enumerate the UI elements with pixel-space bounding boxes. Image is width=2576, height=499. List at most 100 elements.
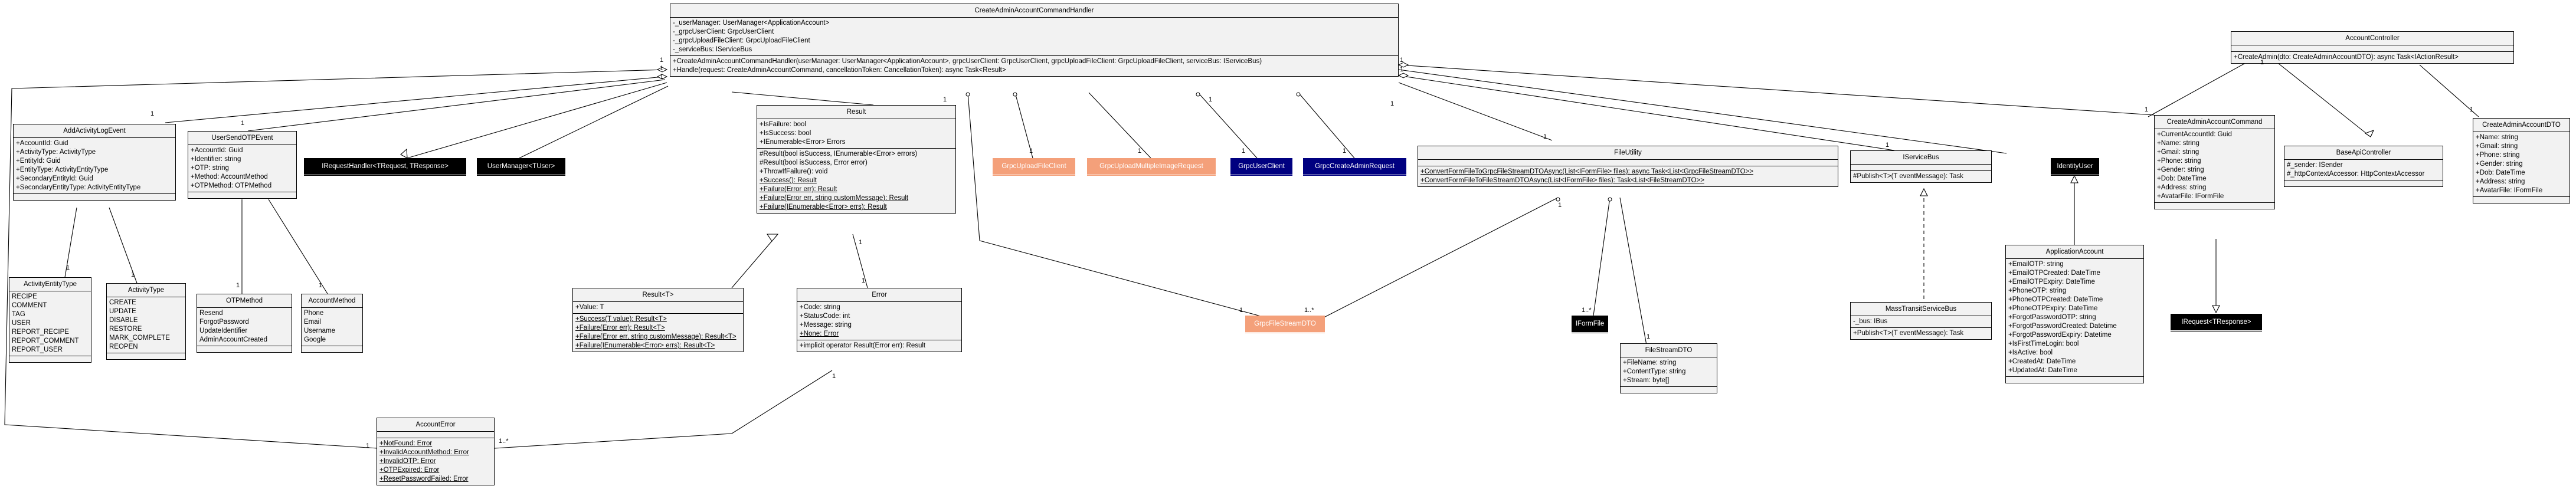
class-mass-transit-service-bus[interactable]: MassTransitServiceBus -_bus: IBus +Publi… bbox=[1850, 302, 1992, 340]
class-error[interactable]: Error +Code: string +StatusCode: int +Me… bbox=[797, 288, 962, 352]
class-title: CreateAdminAccountCommandHandler bbox=[670, 4, 1398, 18]
edge-accounterror-error bbox=[494, 433, 732, 449]
field: +Name: string bbox=[2476, 134, 2518, 141]
edge-fileutility-iformfile bbox=[1593, 197, 1611, 316]
fields-section: #_sender: ISender #_httpContextAccessor:… bbox=[2284, 160, 2443, 180]
inherit-arrow-head-identityuser bbox=[2070, 175, 2079, 183]
class-iservice-bus[interactable]: IServiceBus #Publish<T>(T eventMessage):… bbox=[1850, 150, 1992, 183]
method: #Result(bool isSuccess, Error error) bbox=[760, 159, 868, 166]
member: +NotFound: Error bbox=[379, 440, 433, 447]
diamond-handler-left-b bbox=[656, 74, 668, 80]
field: +Dob: DateTime bbox=[2157, 175, 2207, 182]
diamond-handler-right-a bbox=[1397, 62, 1409, 68]
class-title: IServiceBus bbox=[1851, 151, 1991, 165]
method: #Result(bool isSuccess, IEnumerable<Erro… bbox=[760, 150, 918, 157]
class-title: ActivityEntityType bbox=[9, 278, 91, 291]
tag-irequest-handler[interactable]: IRequestHandler<TRequest, TResponse> bbox=[304, 158, 466, 176]
field: +Address: string bbox=[2476, 178, 2525, 185]
field: +ForgotPasswordOTP: string bbox=[2008, 314, 2096, 321]
class-user-send-otp-event[interactable]: UserSendOTPEvent +AccountId: Guid +Ident… bbox=[188, 131, 297, 199]
field: +ContentType: string bbox=[1623, 368, 1686, 375]
member: +InvalidAccountMethod: Error bbox=[379, 449, 469, 456]
edge-handler-multiimage bbox=[1088, 92, 1151, 159]
field: +PhoneOTPExpiry: DateTime bbox=[2008, 305, 2098, 312]
enum-value: UpdateIdentifier bbox=[199, 327, 248, 334]
multiplicity-label: 1 bbox=[660, 73, 664, 80]
methods-section bbox=[107, 353, 185, 359]
edge-filestream-grpcdto bbox=[979, 240, 1281, 322]
field: -_grpcUploadFileClient: GrpcUploadFileCl… bbox=[673, 37, 810, 44]
multiplicity-label: 1 bbox=[1209, 96, 1213, 103]
tag-grpc-user-client[interactable]: GrpcUserClient bbox=[1230, 158, 1292, 176]
methods-section: +CreateAdminAccountCommandHandler(userMa… bbox=[670, 56, 1398, 76]
multiplicity-label: 1..* bbox=[1582, 307, 1592, 314]
class-create-admin-account-dto[interactable]: CreateAdminAccountDTO +Name: string +Gma… bbox=[2473, 118, 2570, 203]
field: +Stream: byte[] bbox=[1623, 377, 1670, 384]
methods-section bbox=[9, 356, 91, 362]
methods-section: +ConvertFormFileToGrpcFileStreamDTOAsync… bbox=[1418, 166, 1838, 186]
methods-section bbox=[2284, 180, 2443, 186]
class-account-controller[interactable]: AccountController +CreateAdmin(dto: Crea… bbox=[2231, 31, 2514, 64]
field: +OTP: string bbox=[191, 165, 229, 172]
field: +CreatedAt: DateTime bbox=[2008, 358, 2076, 365]
edge-handler-filestream bbox=[967, 92, 980, 241]
fields-section: +EmailOTP: string +EmailOTPCreated: Date… bbox=[2006, 259, 2143, 377]
methods-section: #Result(bool isSuccess, IEnumerable<Erro… bbox=[757, 149, 955, 213]
multiplicity-label: 1 bbox=[2470, 106, 2474, 113]
multiplicity-label: 1 bbox=[1400, 57, 1404, 64]
multiplicity-label: 1..* bbox=[499, 438, 509, 445]
class-activity-entity-type[interactable]: ActivityEntityType RECIPE COMMENT TAG US… bbox=[9, 277, 91, 363]
tag-grpc-upload-file-client[interactable]: GrpcUploadFileClient bbox=[993, 158, 1075, 176]
class-title: AccountError bbox=[377, 418, 494, 432]
field: +StatusCode: int bbox=[800, 313, 850, 320]
field: +IsActive: bool bbox=[2008, 349, 2053, 356]
class-file-utility[interactable]: FileUtility +ConvertFormFileToGrpcFileSt… bbox=[1418, 146, 1838, 187]
methods-section bbox=[2473, 197, 2570, 203]
class-add-activity-log-event[interactable]: AddActivityLogEvent +AccountId: Guid +Ac… bbox=[13, 124, 176, 201]
edge-handler-otpevent bbox=[247, 79, 666, 132]
field: +IsFirstTimeLogin: bool bbox=[2008, 340, 2079, 347]
field: +Dob: DateTime bbox=[2476, 169, 2525, 176]
field: +AvatarFile: IFormFile bbox=[2157, 193, 2224, 200]
tag-grpc-upload-multiple-image-request[interactable]: GrpcUploadMultipleImageRequest bbox=[1087, 158, 1216, 176]
class-account-error[interactable]: AccountError +NotFound: Error +InvalidAc… bbox=[377, 418, 495, 485]
multiplicity-label: 1 bbox=[1242, 147, 1246, 155]
multiplicity-label: 1 bbox=[366, 442, 370, 449]
tag-grpc-create-admin-request[interactable]: GrpcCreateAdminRequest bbox=[1303, 158, 1406, 176]
class-activity-type[interactable]: ActivityType CREATE UPDATE DISABLE RESTO… bbox=[106, 283, 186, 360]
edge-handler-createadminreq bbox=[1298, 92, 1355, 159]
class-result-t[interactable]: Result<T> +Value: T +Success(T value): R… bbox=[572, 288, 744, 352]
field: +AvatarFile: IFormFile bbox=[2476, 187, 2543, 194]
fields-section: +FileName: string +ContentType: string +… bbox=[1621, 357, 1717, 387]
field: +EmailOTPExpiry: DateTime bbox=[2008, 278, 2095, 285]
method: +ConvertFormFileToGrpcFileStreamDTOAsync… bbox=[1420, 168, 1753, 175]
enum-value: RECIPE bbox=[12, 293, 37, 300]
edge-activitylog-entitytype bbox=[64, 207, 77, 278]
class-application-account[interactable]: ApplicationAccount +EmailOTP: string +Em… bbox=[2005, 245, 2144, 383]
tag-identity-user[interactable]: IdentityUser bbox=[2051, 158, 2099, 176]
multiplicity-label: 1 bbox=[319, 282, 323, 289]
class-create-admin-account-command-handler[interactable]: CreateAdminAccountCommandHandler -_userM… bbox=[670, 4, 1399, 77]
methods-section bbox=[302, 346, 362, 352]
values-section: Resend ForgotPassword UpdateIdentifier A… bbox=[197, 308, 292, 346]
field: +OTPMethod: OTPMethod bbox=[191, 182, 272, 189]
tag-user-manager[interactable]: UserManager<TUser> bbox=[477, 158, 565, 176]
dot-handler-4 bbox=[1296, 92, 1301, 97]
field: +Address: string bbox=[2157, 184, 2207, 191]
class-otp-method[interactable]: OTPMethod Resend ForgotPassword UpdateId… bbox=[197, 294, 292, 353]
class-base-api-controller[interactable]: BaseApiController #_sender: ISender #_ht… bbox=[2284, 146, 2443, 187]
tag-grpc-file-stream-dto[interactable]: GrpcFileStreamDTO bbox=[1245, 316, 1325, 334]
tag-irequest[interactable]: IRequest<TResponse> bbox=[2171, 314, 2262, 332]
field: +EntityId: Guid bbox=[16, 157, 61, 165]
tag-iform-file[interactable]: IFormFile bbox=[1572, 316, 1608, 334]
class-result[interactable]: Result +IsFailure: bool +IsSuccess: bool… bbox=[757, 105, 956, 214]
edge-controller-dto bbox=[2419, 64, 2479, 117]
field: +SecondaryEntityType: ActivityEntityType bbox=[16, 184, 141, 191]
class-create-admin-account-command[interactable]: CreateAdminAccountCommand +CurrentAccoun… bbox=[2154, 115, 2275, 209]
class-account-method[interactable]: AccountMethod Phone Email Username Googl… bbox=[301, 294, 363, 353]
enum-value: DISABLE bbox=[109, 317, 138, 324]
field: +SecondaryEntityId: Guid bbox=[16, 175, 93, 182]
enum-value: Email bbox=[304, 319, 321, 326]
multiplicity-label: 1 bbox=[1239, 307, 1243, 314]
class-file-stream-dto[interactable]: FileStreamDTO +FileName: string +Content… bbox=[1620, 343, 1717, 393]
